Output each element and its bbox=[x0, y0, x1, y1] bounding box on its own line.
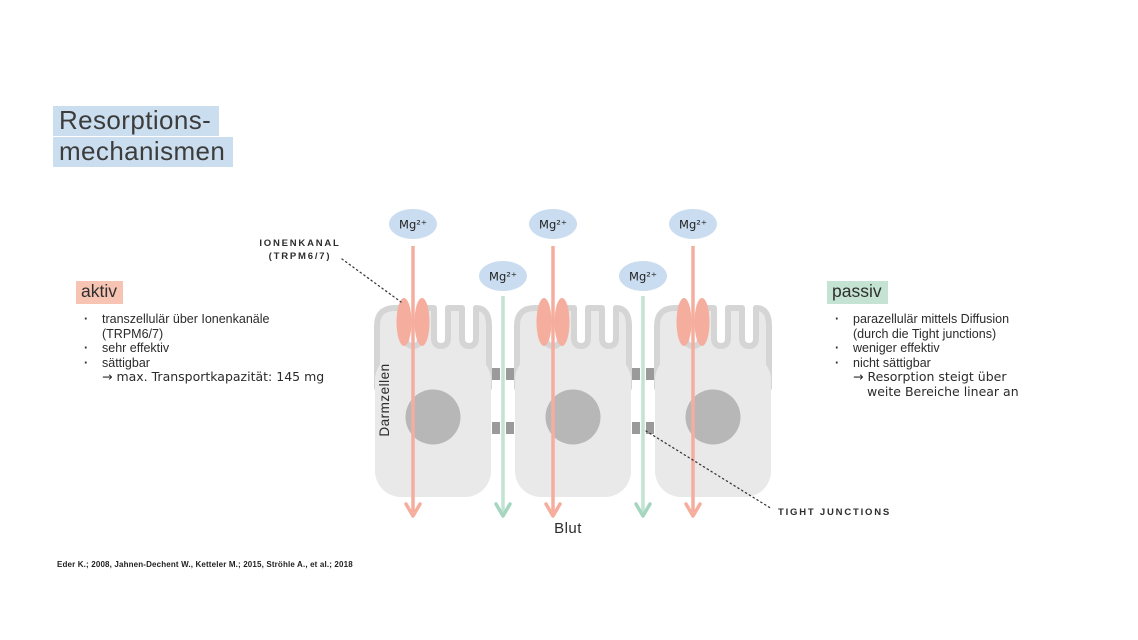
bullet-marker bbox=[76, 312, 102, 341]
page-title-line2: mechanismen bbox=[53, 137, 234, 167]
mg-ion-label: Mg²⁺ bbox=[399, 218, 427, 232]
active-panel: aktiv transzellulär über Ionenkanäle (TR… bbox=[76, 281, 376, 385]
list-item-text: sehr effektiv bbox=[102, 341, 169, 356]
bullet-marker bbox=[827, 341, 853, 356]
passive-panel: passiv parazellulär mittels Diffusion (d… bbox=[827, 281, 1127, 399]
blood-label: Blut bbox=[554, 520, 582, 537]
mg-ion-label: Mg²⁺ bbox=[679, 218, 707, 232]
active-panel-heading: aktiv bbox=[76, 281, 376, 304]
ion-channel-label-line2: (TRPM6/7) bbox=[269, 251, 332, 262]
intestinal-cell bbox=[515, 308, 631, 497]
citation: Eder K.; 2008, Jahnen-Dechent W., Kettel… bbox=[57, 560, 353, 569]
list-item-line: (durch die Tight junctions) bbox=[853, 326, 997, 341]
list-item-line: transzellulär über Ionenkanäle bbox=[102, 312, 270, 326]
list-item-text: weniger effektiv bbox=[853, 341, 940, 356]
bullet-marker bbox=[827, 312, 853, 341]
list-item: sättigbar bbox=[76, 356, 376, 371]
active-heading-label: aktiv bbox=[76, 281, 123, 304]
tight-junctions-label: TIGHT JUNCTIONS bbox=[778, 507, 891, 518]
bullet-marker bbox=[76, 356, 102, 371]
list-item-text: transzellulär über Ionenkanäle (TRPM6/7) bbox=[102, 312, 269, 341]
bullet-marker bbox=[76, 341, 102, 356]
page-title-line1: Resorptions- bbox=[53, 106, 220, 136]
active-arrowhead bbox=[544, 502, 562, 518]
list-item-line: nicht sättigbar bbox=[853, 355, 931, 370]
active-arrowhead bbox=[684, 502, 702, 518]
passive-arrowhead bbox=[634, 502, 652, 518]
list-item-line: weniger effektiv bbox=[853, 341, 940, 355]
passive-heading-label: passiv bbox=[827, 281, 888, 304]
arrow-note: → Resorption steigt über bbox=[853, 369, 1007, 384]
list-item: nicht sättigbar bbox=[827, 356, 1127, 371]
page-title: Resorptions- mechanismen bbox=[53, 106, 234, 168]
list-item: parazellulär mittels Diffusion (durch di… bbox=[827, 312, 1127, 341]
mg-ion-label: Mg²⁺ bbox=[489, 270, 517, 284]
arrow-note: → max. Transportkapazität: 145 mg bbox=[102, 369, 325, 384]
ion-channel-label-line1: IONENKANAL bbox=[259, 238, 340, 249]
list-item-line: sättigbar bbox=[102, 355, 150, 370]
passive-panel-heading: passiv bbox=[827, 281, 1127, 304]
passive-panel-bullets: parazellulär mittels Diffusion (durch di… bbox=[827, 312, 1127, 399]
mg-ion: Mg²⁺ bbox=[479, 261, 527, 291]
passive-arrowhead bbox=[494, 502, 512, 518]
intestinal-cell bbox=[655, 308, 771, 497]
list-item: weniger effektiv bbox=[827, 341, 1127, 356]
mg-ion: Mg²⁺ bbox=[669, 209, 717, 239]
list-item-line: sehr effektiv bbox=[102, 341, 170, 355]
arrow-note-continuation: weite Bereiche linear an bbox=[867, 383, 1019, 399]
list-item-text: nicht sättigbar bbox=[853, 356, 931, 371]
mg-ion-label: Mg²⁺ bbox=[539, 218, 567, 232]
list-item-text: parazellulär mittels Diffusion (durch di… bbox=[853, 312, 1009, 341]
mg-ion-label: Mg²⁺ bbox=[629, 270, 657, 284]
active-arrowhead bbox=[404, 502, 422, 518]
list-item: transzellulär über Ionenkanäle (TRPM6/7) bbox=[76, 312, 376, 341]
active-panel-bullets: transzellulär über Ionenkanäle (TRPM6/7)… bbox=[76, 312, 376, 385]
mg-ion: Mg²⁺ bbox=[389, 209, 437, 239]
list-item: sehr effektiv bbox=[76, 341, 376, 356]
mg-ion: Mg²⁺ bbox=[619, 261, 667, 291]
list-item-text: sättigbar bbox=[102, 356, 150, 371]
ion-channel-leader-line bbox=[341, 258, 402, 303]
cells-label: Darmzellen bbox=[377, 363, 392, 436]
intestinal-cell bbox=[375, 308, 491, 497]
list-item-line: parazellulär mittels Diffusion bbox=[853, 312, 1010, 326]
mg-ion: Mg²⁺ bbox=[529, 209, 577, 239]
list-item-line: (TRPM6/7) bbox=[102, 326, 164, 341]
bullet-marker bbox=[827, 356, 853, 371]
